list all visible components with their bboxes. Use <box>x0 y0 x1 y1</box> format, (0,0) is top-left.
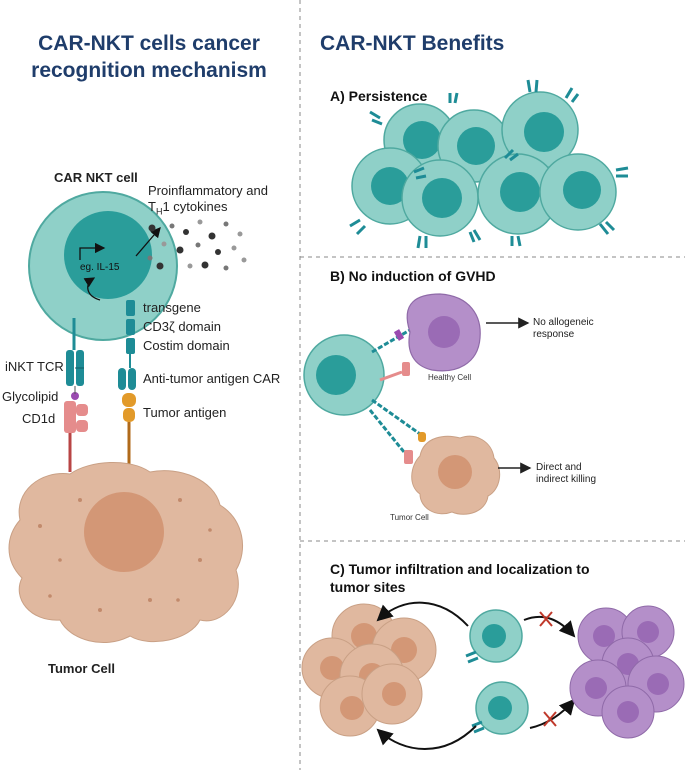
tumor-cell-b <box>411 435 501 515</box>
gvhd-nkt-cell <box>303 334 385 416</box>
cd3z-label: CD3ζ domain <box>143 319 221 334</box>
cytokines-label: Proinflammatory and TH1 cytokines <box>148 183 268 220</box>
cd1d-label: CD1d <box>22 411 56 426</box>
inkt-tcr-label: iNKT TCR <box>5 359 64 374</box>
cytokines-line1: Proinflammatory and <box>148 183 268 198</box>
cytokine-dots <box>147 219 247 271</box>
healthy-cell-label: Healthy Cell <box>428 373 472 382</box>
blocked-arrow-top <box>523 615 576 638</box>
gvhd-receptor-chains <box>368 328 426 464</box>
left-title: CAR-NKT cells cancer recognition mechani… <box>10 30 288 84</box>
car-label: Anti-tumor antigen CAR <box>143 371 281 386</box>
direct-killing-line2: indirect killing <box>536 474 597 485</box>
infiltration-arrow-top <box>376 601 469 627</box>
persistence-cell-cluster <box>351 91 617 237</box>
inkt-tcr <box>66 318 84 400</box>
no-allogeneic-line1: No allogeneic <box>533 317 594 328</box>
healthy-cell-b <box>406 293 481 372</box>
no-allogeneic-line2: response <box>533 329 575 340</box>
il15-label: eg. IL-15 <box>80 262 120 273</box>
transgene-label: transgene <box>143 300 201 315</box>
tumor-cluster-c <box>301 603 437 737</box>
blocked-arrow-bottom <box>529 698 576 729</box>
right-title: CAR-NKT Benefits <box>320 32 505 55</box>
cytokines-line2: TH1 cytokines <box>148 199 228 217</box>
persistence-receptors <box>349 79 629 249</box>
no-allogeneic-label: No allogeneic response <box>533 317 594 341</box>
tumor-cell-left <box>8 462 243 643</box>
direct-killing-label: Direct and indirect killing <box>536 462 596 486</box>
tumor-cell-left-label: Tumor Cell <box>48 661 115 676</box>
section-c-line1: C) Tumor infiltration and localization t… <box>330 561 590 577</box>
direct-killing-line1: Direct and <box>536 462 582 473</box>
section-c-title: C) Tumor infiltration and localization t… <box>330 560 590 596</box>
tumor-antigen-label: Tumor antigen <box>143 405 227 420</box>
car-nkt-cell-label: CAR NKT cell <box>54 170 138 185</box>
car-nkt-cell <box>28 191 178 341</box>
infiltration-arrow-bottom <box>376 725 477 750</box>
glycolipid-label: Glycolipid <box>2 389 59 404</box>
costim-label: Costim domain <box>143 338 230 353</box>
nkt-cell-c-top <box>465 609 523 664</box>
left-title-line1: CAR-NKT cells cancer <box>38 32 260 55</box>
red-x-icon <box>539 611 557 727</box>
cd1d-molecule <box>64 401 88 472</box>
left-title-line2: recognition mechanism <box>31 59 267 82</box>
car-construct <box>118 300 136 472</box>
tumor-cell-b-label: Tumor Cell <box>390 513 429 522</box>
section-a-title: A) Persistence <box>330 88 428 104</box>
section-b-title: B) No induction of GVHD <box>330 268 496 284</box>
healthy-cluster-c <box>569 605 685 739</box>
nkt-cell-c-bottom <box>471 681 529 735</box>
section-c-line2: tumor sites <box>330 579 406 595</box>
